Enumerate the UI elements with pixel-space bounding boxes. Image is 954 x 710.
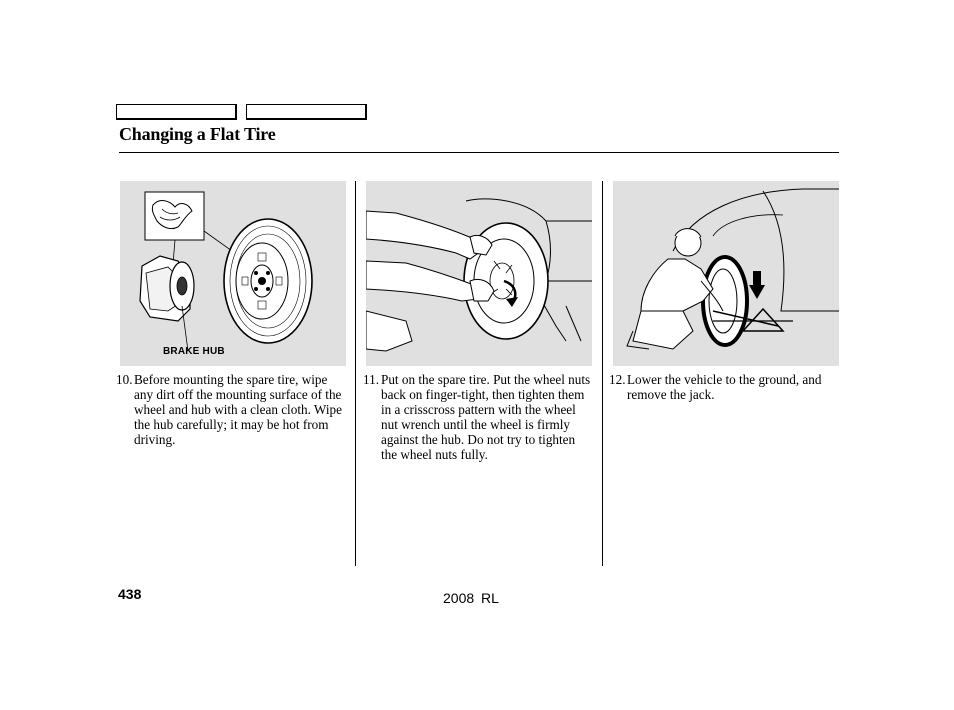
footer-model: 2008 RL (443, 590, 499, 606)
column-divider (355, 181, 356, 566)
lower-arrow-shaft (753, 271, 761, 285)
mount-spare-illustration (366, 181, 592, 366)
person-torso (640, 258, 714, 322)
lower-hand (469, 278, 495, 302)
step-text: Put on the spare tire. Put the wheel nut… (381, 372, 591, 462)
lower-arrow-icon (749, 285, 765, 299)
step-number: 11. (363, 372, 379, 387)
person-legs (632, 310, 694, 350)
page-number: 438 (118, 586, 142, 602)
brake-hub-drawing (139, 191, 313, 352)
knee (366, 310, 413, 352)
lower-vehicle-drawing (626, 188, 839, 350)
upper-hand (469, 234, 493, 256)
step-number: 12. (609, 372, 626, 387)
section-tab-1[interactable] (116, 104, 237, 120)
section-tab-2[interactable] (246, 104, 367, 120)
step-12: 12. Lower the vehicle to the ground, and… (609, 372, 839, 402)
step-number: 10. (116, 372, 133, 387)
step-text: Lower the vehicle to the ground, and rem… (627, 372, 822, 402)
upper-arm (366, 210, 485, 260)
step-text: Before mounting the spare tire, wipe any… (134, 372, 342, 447)
mount-spare-drawing (366, 198, 592, 352)
step-10: 10. Before mounting the spare tire, wipe… (116, 372, 346, 447)
lower-vehicle-illustration (613, 181, 839, 366)
brake-hub (176, 276, 188, 296)
lower-arm (366, 260, 479, 302)
brake-hub-callout: BRAKE HUB (163, 346, 225, 357)
brake-hub-illustration: BRAKE HUB (120, 181, 346, 366)
cloth-icon (151, 200, 193, 230)
column-divider (602, 181, 603, 566)
title-rule (119, 152, 839, 153)
step-11: 11. Put on the spare tire. Put the wheel… (363, 372, 593, 462)
page-title: Changing a Flat Tire (119, 124, 276, 144)
jack-handle (712, 310, 779, 327)
